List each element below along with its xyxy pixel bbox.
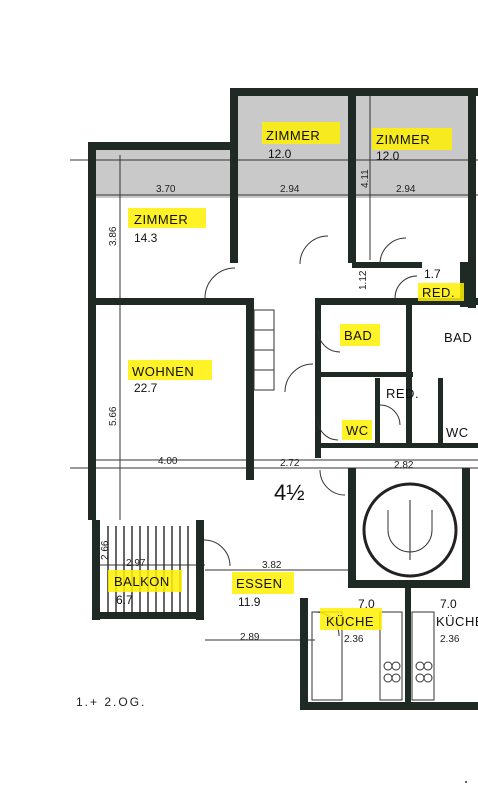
dimension-1-12: 1.12: [358, 270, 369, 290]
dimension-3-86: 3.86: [108, 226, 119, 246]
room-area-kueche: 7.0: [358, 597, 375, 611]
room-name-zimmer-3: ZIMMER: [134, 212, 188, 227]
dimension-2-94-b: 2.94: [396, 184, 416, 195]
room-name-zimmer-1: ZIMMER: [266, 128, 320, 143]
room-area-zimmer-3: 14.3: [134, 231, 158, 245]
room-name-wohnen: WOHNEN: [132, 364, 194, 379]
room-name-bad-2: BAD: [444, 330, 472, 345]
room-name-wc-2: WC: [446, 425, 469, 440]
room-name-balkon: BALKON: [114, 574, 170, 589]
room-name-kueche-2: KÜCHE: [436, 614, 478, 629]
dimension-3-70: 3.70: [156, 184, 176, 195]
dimension-4-00: 4.00: [158, 456, 178, 467]
room-name-zimmer-2: ZIMMER: [376, 132, 430, 147]
unit-type-label: 4½: [274, 480, 305, 505]
dimension-4-11: 4.11: [360, 169, 371, 188]
room-name-kueche: KÜCHE: [326, 614, 374, 629]
dimension-2-97: 2.97: [126, 558, 146, 569]
room-area-essen: 11.9: [238, 595, 261, 609]
room-name-essen: ESSEN: [236, 576, 283, 591]
room-width-kueche: 2.36: [344, 634, 364, 645]
room-area-balkon: 6.7: [116, 593, 133, 607]
room-area-zimmer-1: 12.0: [268, 147, 292, 161]
dimension-2-94-a: 2.94: [280, 184, 300, 195]
room-area-wohnen: 22.7: [134, 381, 158, 395]
floor-caption: 1.+ 2.OG.: [76, 695, 146, 709]
dimension-5-66: 5.66: [108, 406, 119, 426]
dimension-2-66: 2.66: [100, 540, 111, 560]
dimension-3-82: 3.82: [262, 560, 282, 571]
room-area-red: 1.7: [424, 267, 441, 281]
room-area-zimmer-2: 12.0: [376, 149, 400, 163]
dimension-2-82: 2.82: [394, 460, 414, 471]
room-width-kueche-2: 2.36: [440, 634, 460, 645]
room-name-wc: WC: [346, 423, 369, 438]
room-name-red-2: RED.: [386, 386, 419, 401]
room-area-kueche-2: 7.0: [440, 597, 457, 611]
room-name-bad: BAD: [344, 328, 372, 343]
dimension-2-89: 2.89: [240, 632, 260, 643]
room-name-red: RED.: [422, 285, 455, 300]
dimension-2-72: 2.72: [280, 458, 300, 469]
